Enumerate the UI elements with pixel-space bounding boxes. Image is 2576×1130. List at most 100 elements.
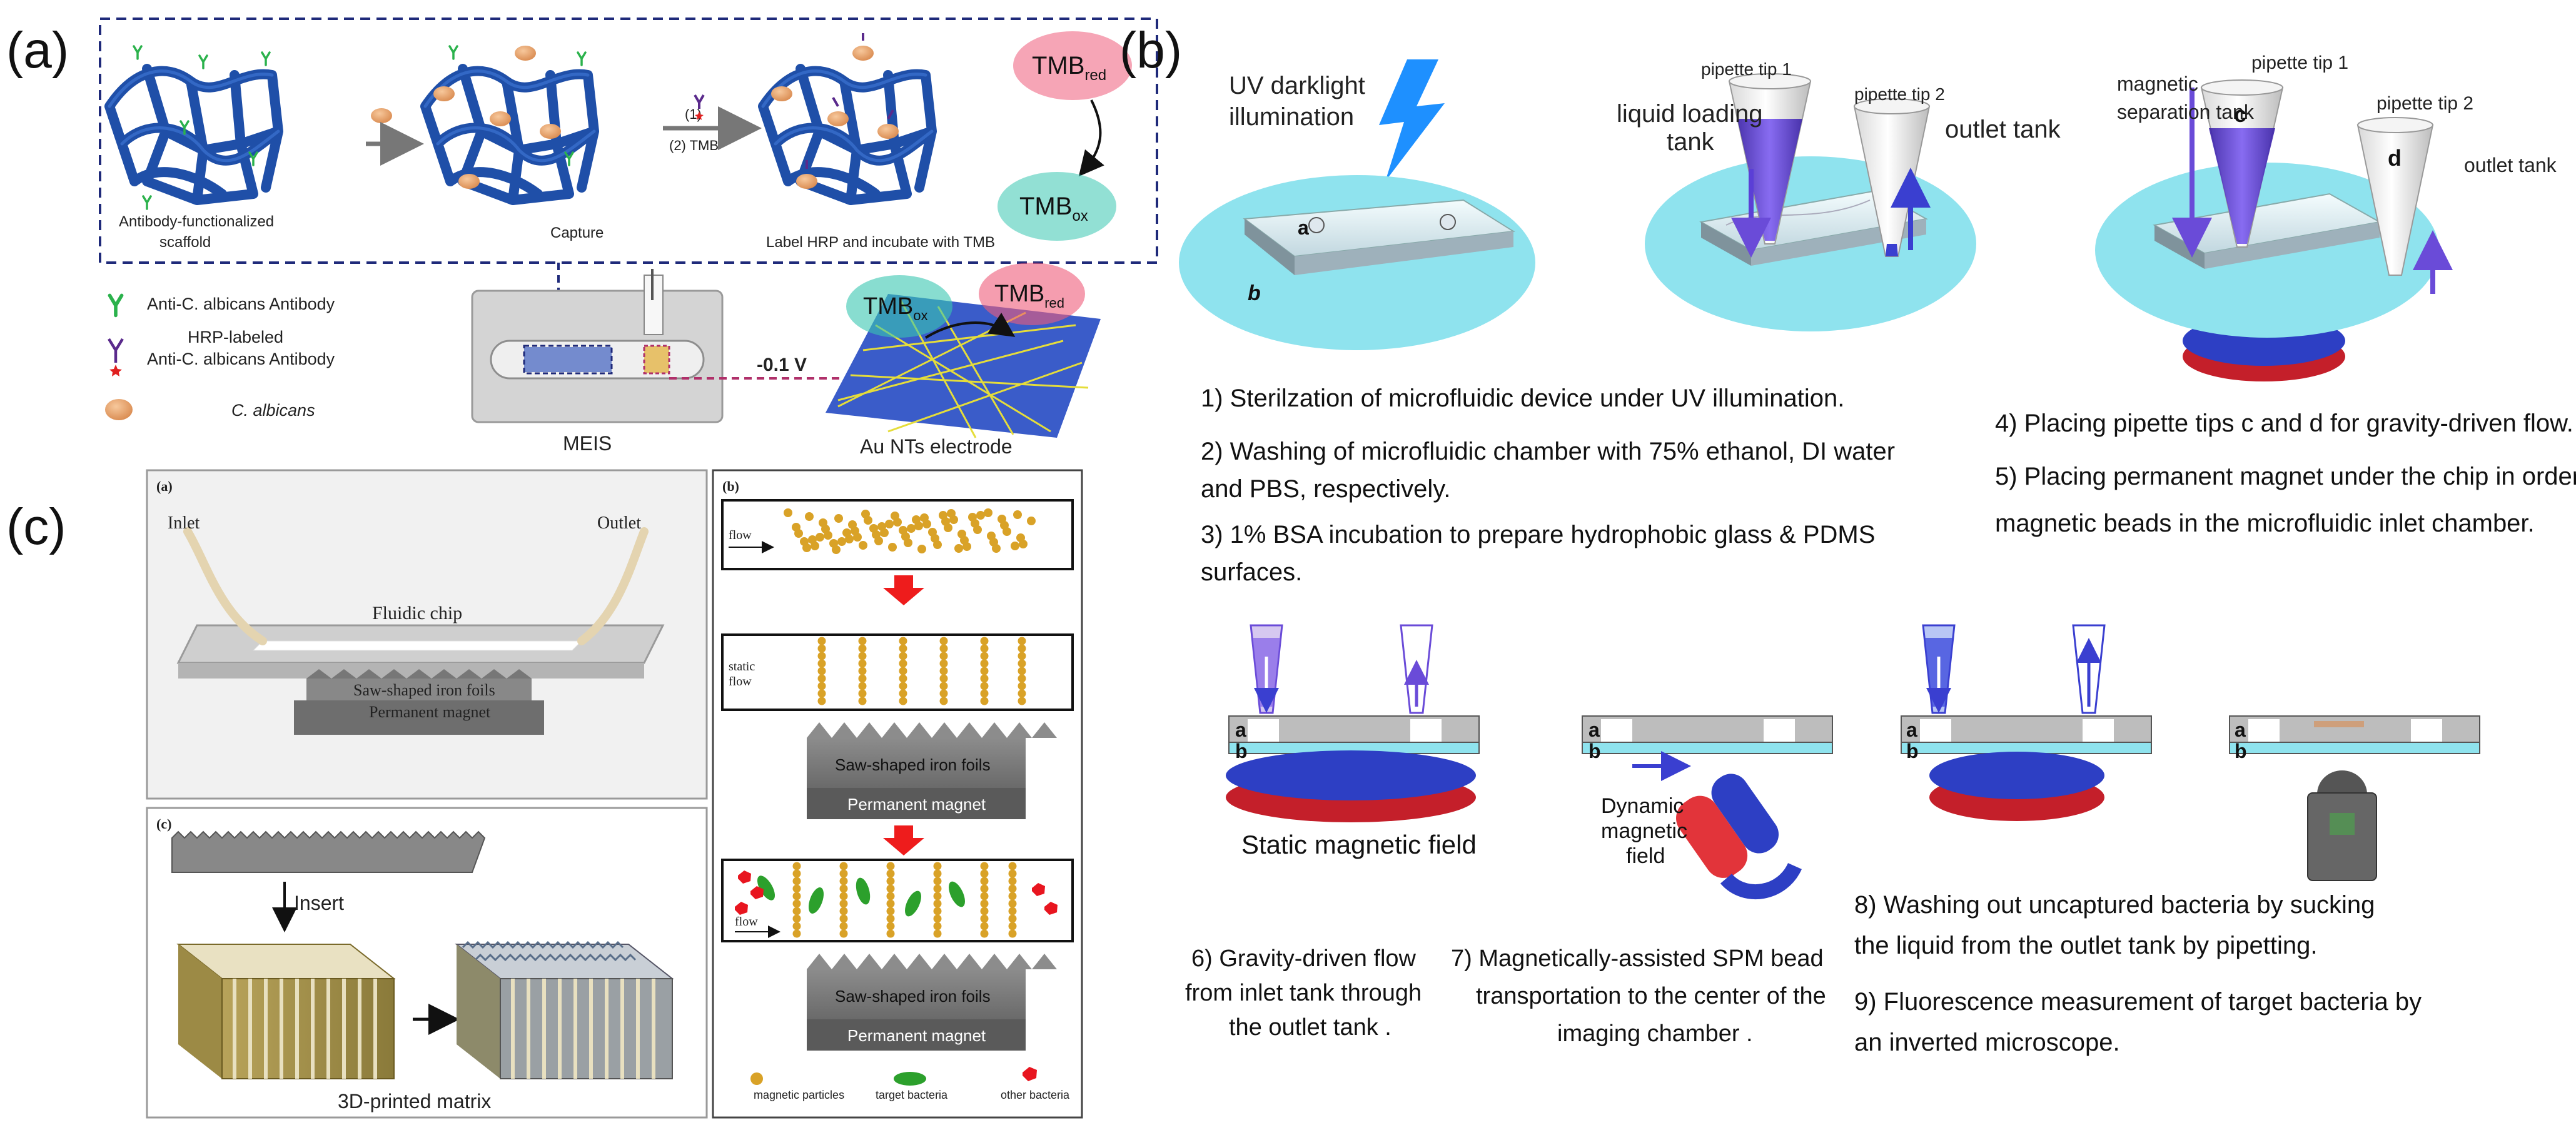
magnetic-particle	[1008, 907, 1017, 916]
magnetic-particle	[1013, 510, 1022, 519]
cross-section-8: a b	[1901, 624, 2152, 821]
steps-left: 1) Sterilzation of microfluidic device u…	[1201, 385, 1895, 586]
magnetic-particle	[839, 899, 848, 908]
magnetic-particle	[980, 682, 989, 690]
outlet-tube	[577, 527, 649, 645]
magnetic-particle	[784, 508, 792, 517]
caption-capture: Capture	[550, 224, 604, 241]
magnetic-particle	[984, 508, 993, 517]
svg-text:b: b	[1248, 281, 1261, 305]
magnetic-particle	[1008, 862, 1017, 870]
magnetic-particle	[817, 682, 826, 690]
meis-scaffold-zone	[524, 347, 612, 372]
magnetic-particle	[933, 869, 942, 878]
panel-b-label: (b)	[1119, 22, 1182, 79]
red-down-arrow-1	[883, 575, 924, 605]
magnetic-particle	[939, 644, 948, 653]
svg-text:field: field	[1626, 844, 1665, 868]
magnetic-particle	[886, 869, 895, 878]
scaffold-3	[763, 33, 932, 200]
svg-text:C. albicans: C. albicans	[231, 401, 315, 420]
svg-text:Dynamic: Dynamic	[1601, 794, 1684, 818]
magnetic-particle	[933, 877, 942, 885]
caption-scaffold-2: scaffold	[159, 234, 211, 251]
magnetic-particle	[858, 667, 867, 675]
magnetic-particle	[817, 659, 826, 668]
magnetic-particle	[933, 929, 942, 938]
magnetic-particle	[939, 682, 948, 690]
scattered-particles	[784, 508, 1036, 554]
magnetic-particle	[1008, 869, 1017, 878]
magnetic-particle	[858, 689, 867, 698]
magnetic-particle	[968, 513, 977, 522]
magnetic-particle	[1008, 914, 1017, 923]
svg-text:3) 1% BSA incubation to prepar: 3) 1% BSA incubation to prepare hydropho…	[1201, 521, 1875, 548]
magnetic-particle	[886, 884, 895, 893]
magnetic-particle	[1016, 533, 1025, 542]
magnetic-particle	[858, 644, 867, 653]
svg-text:TMBox: TMBox	[863, 293, 927, 323]
legend-antibody: Anti-C. albicans Antibody	[109, 295, 335, 315]
svg-text:Saw-shaped iron foils: Saw-shaped iron foils	[353, 681, 495, 699]
particle-chains-capture	[792, 862, 1017, 938]
magnetic-particle	[980, 637, 989, 645]
svg-text:pipette tip 1: pipette tip 1	[1701, 59, 1792, 79]
magnetic-particle	[816, 533, 824, 542]
magnetic-particle	[928, 528, 937, 537]
magnetic-particle	[886, 929, 895, 938]
magnetic-particle	[817, 689, 826, 698]
process-dashed-box	[99, 18, 1158, 264]
magnetic-particle	[939, 697, 948, 705]
step-9-text: 9) Fluorescence measurement of target ba…	[1854, 988, 2422, 1056]
magnetic-particle	[899, 667, 907, 675]
svg-text:surfaces.: surfaces.	[1201, 558, 1302, 586]
magnetic-particle	[987, 532, 996, 540]
magnetic-particle	[980, 929, 989, 938]
uv-lightning-icon	[1379, 59, 1445, 181]
magnet-2	[807, 788, 1026, 819]
svg-text:6) Gravity-driven flow: 6) Gravity-driven flow	[1191, 946, 1417, 972]
scaffold-1	[109, 45, 278, 210]
svg-text:4) Placing pipette tips c and: 4) Placing pipette tips c and d for grav…	[1995, 410, 2573, 437]
svg-text:outlet tank: outlet tank	[1945, 116, 2061, 143]
svg-text:target bacteria: target bacteria	[876, 1089, 948, 1101]
svg-text:magnetic: magnetic	[1601, 819, 1687, 843]
meis-label: MEIS	[563, 432, 612, 455]
magnetic-particle	[1008, 884, 1017, 893]
magnetic-particle	[808, 535, 817, 544]
tmb-conversion-arrow	[1078, 99, 1104, 177]
voltage-label: -0.1 V	[757, 355, 807, 375]
magnetic-particle	[899, 652, 907, 660]
magnetic-particle	[861, 510, 870, 518]
meis-electrode-lead	[644, 275, 664, 335]
magnetic-particle	[886, 914, 895, 923]
svg-text:(c): (c)	[156, 816, 171, 832]
magnetic-particle	[817, 637, 826, 645]
magnetic-particle	[800, 537, 809, 546]
cross-section-7: a b Dynamic magnetic field	[1582, 715, 1833, 899]
magnetic-particle	[792, 869, 801, 878]
electrode-tmb-ox-bubble: TMBox	[846, 275, 952, 338]
caption-scaffold-1: Antibody-functionalized	[119, 213, 274, 230]
magnetic-particle	[842, 528, 851, 537]
magnetic-particle	[980, 652, 989, 660]
magnetic-particle	[957, 530, 966, 538]
magnetic-particle	[980, 644, 989, 653]
permanent-magnet-block	[294, 700, 544, 735]
panel-a: (a) (1) (2) TMB	[6, 18, 1158, 458]
panel-b: (b) UV darklight illumination a b pi	[1119, 22, 2576, 1056]
magnetic-particle	[1018, 682, 1026, 690]
magnetic-particle	[858, 674, 867, 683]
svg-text:b: b	[1589, 740, 1601, 762]
magnetic-particle	[980, 659, 989, 668]
svg-text:b: b	[2235, 740, 2247, 762]
svg-text:Permanent magnet: Permanent magnet	[369, 703, 491, 721]
magnetic-particle	[829, 539, 838, 548]
magnetic-particle	[899, 644, 907, 653]
svg-text:b: b	[1906, 740, 1919, 762]
magnetic-particle	[933, 884, 942, 893]
matrix-filled	[455, 941, 674, 1079]
legend-cell: C. albicans	[105, 399, 315, 420]
svg-text:flow: flow	[729, 675, 752, 689]
matrix-empty	[176, 944, 396, 1079]
